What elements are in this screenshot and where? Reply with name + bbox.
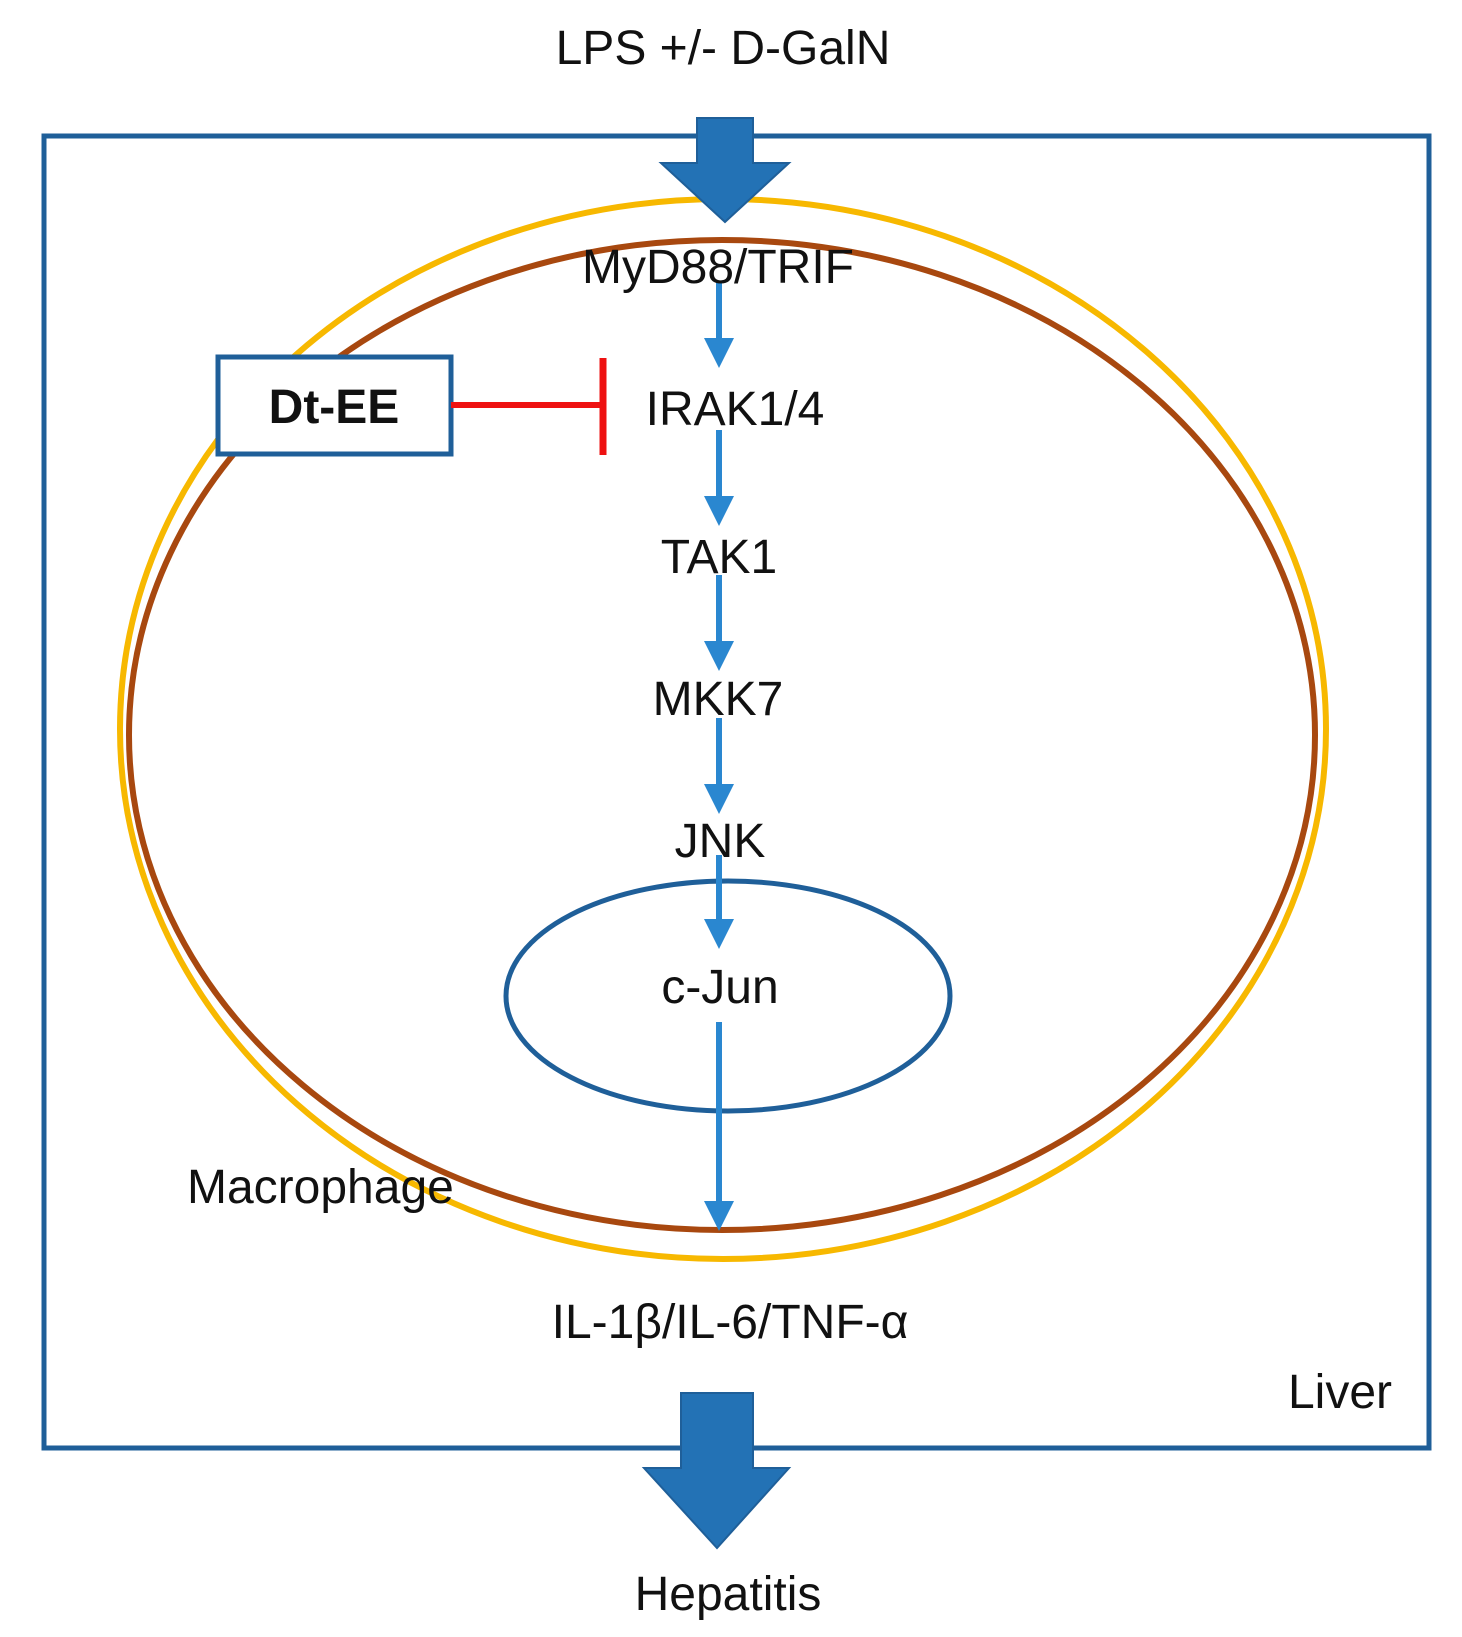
inhibitor-box [215, 354, 454, 457]
input-label: LPS +/- D-GalN [556, 22, 891, 75]
pathway-node-c-jun: c-Jun [661, 961, 778, 1014]
pathway-node-myd88-trif: MyD88/TRIF [582, 241, 854, 294]
liver-label: Liver [1288, 1366, 1392, 1419]
pathway-node-irak: IRAK1/4 [646, 383, 825, 436]
cytokines-label: IL-1β/IL-6/TNF-α [552, 1296, 909, 1349]
output-label: Hepatitis [635, 1568, 822, 1621]
output-arrow-icon [641, 1392, 792, 1550]
nucleus [503, 878, 953, 1114]
pathway-node-jnk: JNK [675, 815, 766, 868]
inhibitor-label: Dt-EE [269, 381, 400, 434]
liver-boundary [41, 133, 1432, 1451]
input-arrow-icon [658, 117, 792, 224]
macrophage-label: Macrophage [187, 1161, 454, 1214]
pathway-node-tak1: TAK1 [661, 531, 777, 584]
pathway-node-mkk7: MKK7 [653, 673, 784, 726]
